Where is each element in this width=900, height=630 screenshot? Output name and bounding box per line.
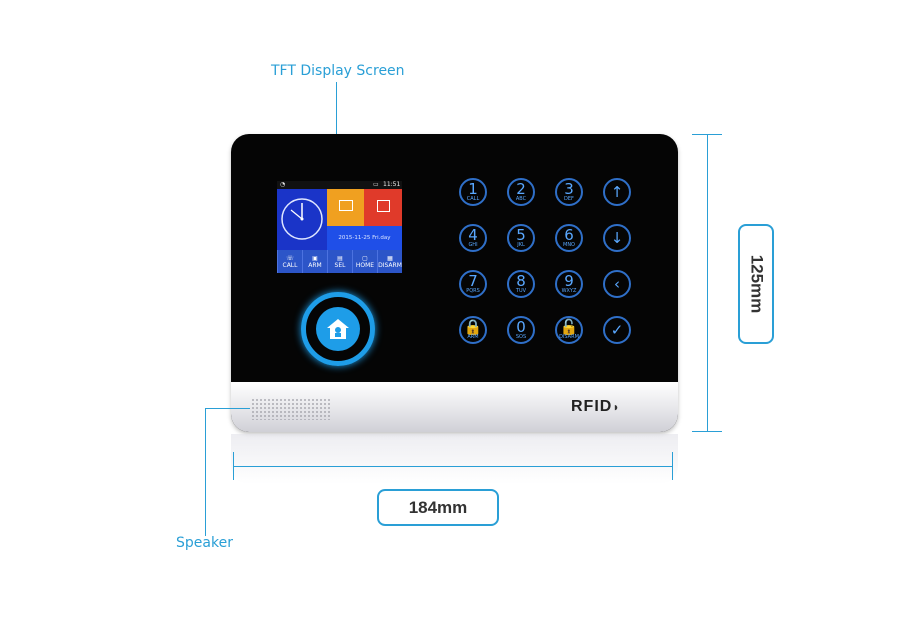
keypad-key-3[interactable]: ↑: [603, 178, 631, 206]
key-symbol: ↓: [610, 229, 624, 247]
key-symbol: 5: [516, 226, 526, 244]
rfid-logo: RFID◗: [571, 398, 621, 415]
phone-icon: ☏: [286, 254, 294, 262]
tft-display-label: TFT Display Screen: [271, 63, 405, 79]
house-icon: [327, 319, 349, 339]
battery-icon: ▭: [373, 181, 379, 188]
key-symbol: 7: [468, 272, 478, 290]
message-tile: [327, 189, 364, 226]
record-icon: [377, 200, 390, 212]
key-symbol: ✓: [610, 321, 624, 339]
keypad-key-7[interactable]: ↓: [603, 224, 631, 252]
speaker-callout-vertical: [205, 408, 206, 536]
key-letters: ABC: [515, 196, 527, 202]
unlock-icon: ▢: [362, 254, 368, 262]
record-tile: [364, 189, 402, 226]
key-symbol: 🔓: [559, 318, 579, 336]
settings-icon: ▦: [387, 254, 393, 262]
home-button[interactable]: [301, 292, 375, 366]
key-letters: DEF: [564, 196, 574, 202]
key-symbol: 6: [564, 226, 574, 244]
key-symbol: 4: [468, 226, 478, 244]
envelope-icon: [339, 200, 353, 211]
speaker-callout-horizontal: [205, 408, 250, 409]
home-arm-icon: ▤: [337, 254, 343, 262]
height-dimension-box: 125mm: [738, 224, 774, 344]
key-symbol: 2: [516, 180, 526, 198]
keypad-key-11[interactable]: ‹: [603, 270, 631, 298]
device-reflection: [231, 434, 678, 484]
key-letters: GHI: [468, 242, 478, 248]
screen-menu-row: ☏CALL ▣ARM ▤SEL ▢HOME ▦DISARM: [277, 250, 402, 273]
key-symbol: 8: [516, 272, 526, 290]
key-symbol: ↑: [610, 183, 624, 201]
screen-cell-home[interactable]: ▢HOME: [352, 250, 377, 273]
rfid-wave-icon: ◗: [612, 400, 621, 414]
key-letters: TUV: [515, 288, 527, 294]
home-button-inner: [316, 307, 360, 351]
key-symbol: 3: [564, 180, 574, 198]
analog-clock-tile: [277, 189, 327, 250]
alarm-panel-device: ◔ ▭ 11:51 2015-11-25 Fri.day ☏CALL ▣ARM …: [231, 134, 678, 432]
key-symbol: 1: [468, 180, 478, 198]
keypad-key-12[interactable]: 🔒ARM: [459, 316, 487, 344]
date-text: 2015-11-25 Fri.day: [338, 235, 391, 241]
status-bar: ◔ ▭ 11:51: [277, 181, 402, 189]
key-letters: WXYZ: [561, 288, 577, 294]
lock-icon: ▣: [312, 254, 318, 262]
key-symbol: 9: [564, 272, 574, 290]
screen-cell-call[interactable]: ☏CALL: [277, 250, 302, 273]
key-letters: ARM: [467, 334, 479, 340]
key-letters: CALL: [466, 196, 480, 202]
wifi-icon: ◔: [280, 181, 286, 188]
keypad-key-14[interactable]: 🔓DISARM: [555, 316, 583, 344]
screen-cell-sel[interactable]: ▤SEL: [327, 250, 352, 273]
speaker-label: Speaker: [176, 535, 233, 551]
analog-clock-icon: [281, 198, 323, 240]
screen-cell-arm[interactable]: ▣ARM: [302, 250, 327, 273]
speaker-grille: [251, 398, 331, 420]
date-tile: 2015-11-25 Fri.day: [327, 226, 402, 250]
tft-display-screen: ◔ ▭ 11:51 2015-11-25 Fri.day ☏CALL ▣ARM …: [277, 181, 402, 273]
height-dim-line: [707, 134, 708, 432]
key-letters: JKL: [517, 242, 525, 248]
clock-time: 11:51: [383, 181, 401, 188]
key-symbol: ‹: [614, 275, 620, 293]
key-letters: SOS: [515, 334, 527, 340]
key-letters: MNO: [563, 242, 575, 248]
key-letters: DISARM: [559, 334, 579, 340]
key-symbol: 0: [516, 318, 526, 336]
key-letters: PQRS: [466, 288, 480, 294]
key-symbol: 🔒: [463, 318, 483, 336]
keypad-key-15[interactable]: ✓: [603, 316, 631, 344]
screen-cell-disarm[interactable]: ▦DISARM: [377, 250, 402, 273]
height-dimension-label: 125mm: [747, 254, 767, 314]
width-dim-line: [233, 466, 673, 467]
width-dimension-label: 184mm: [377, 489, 499, 526]
